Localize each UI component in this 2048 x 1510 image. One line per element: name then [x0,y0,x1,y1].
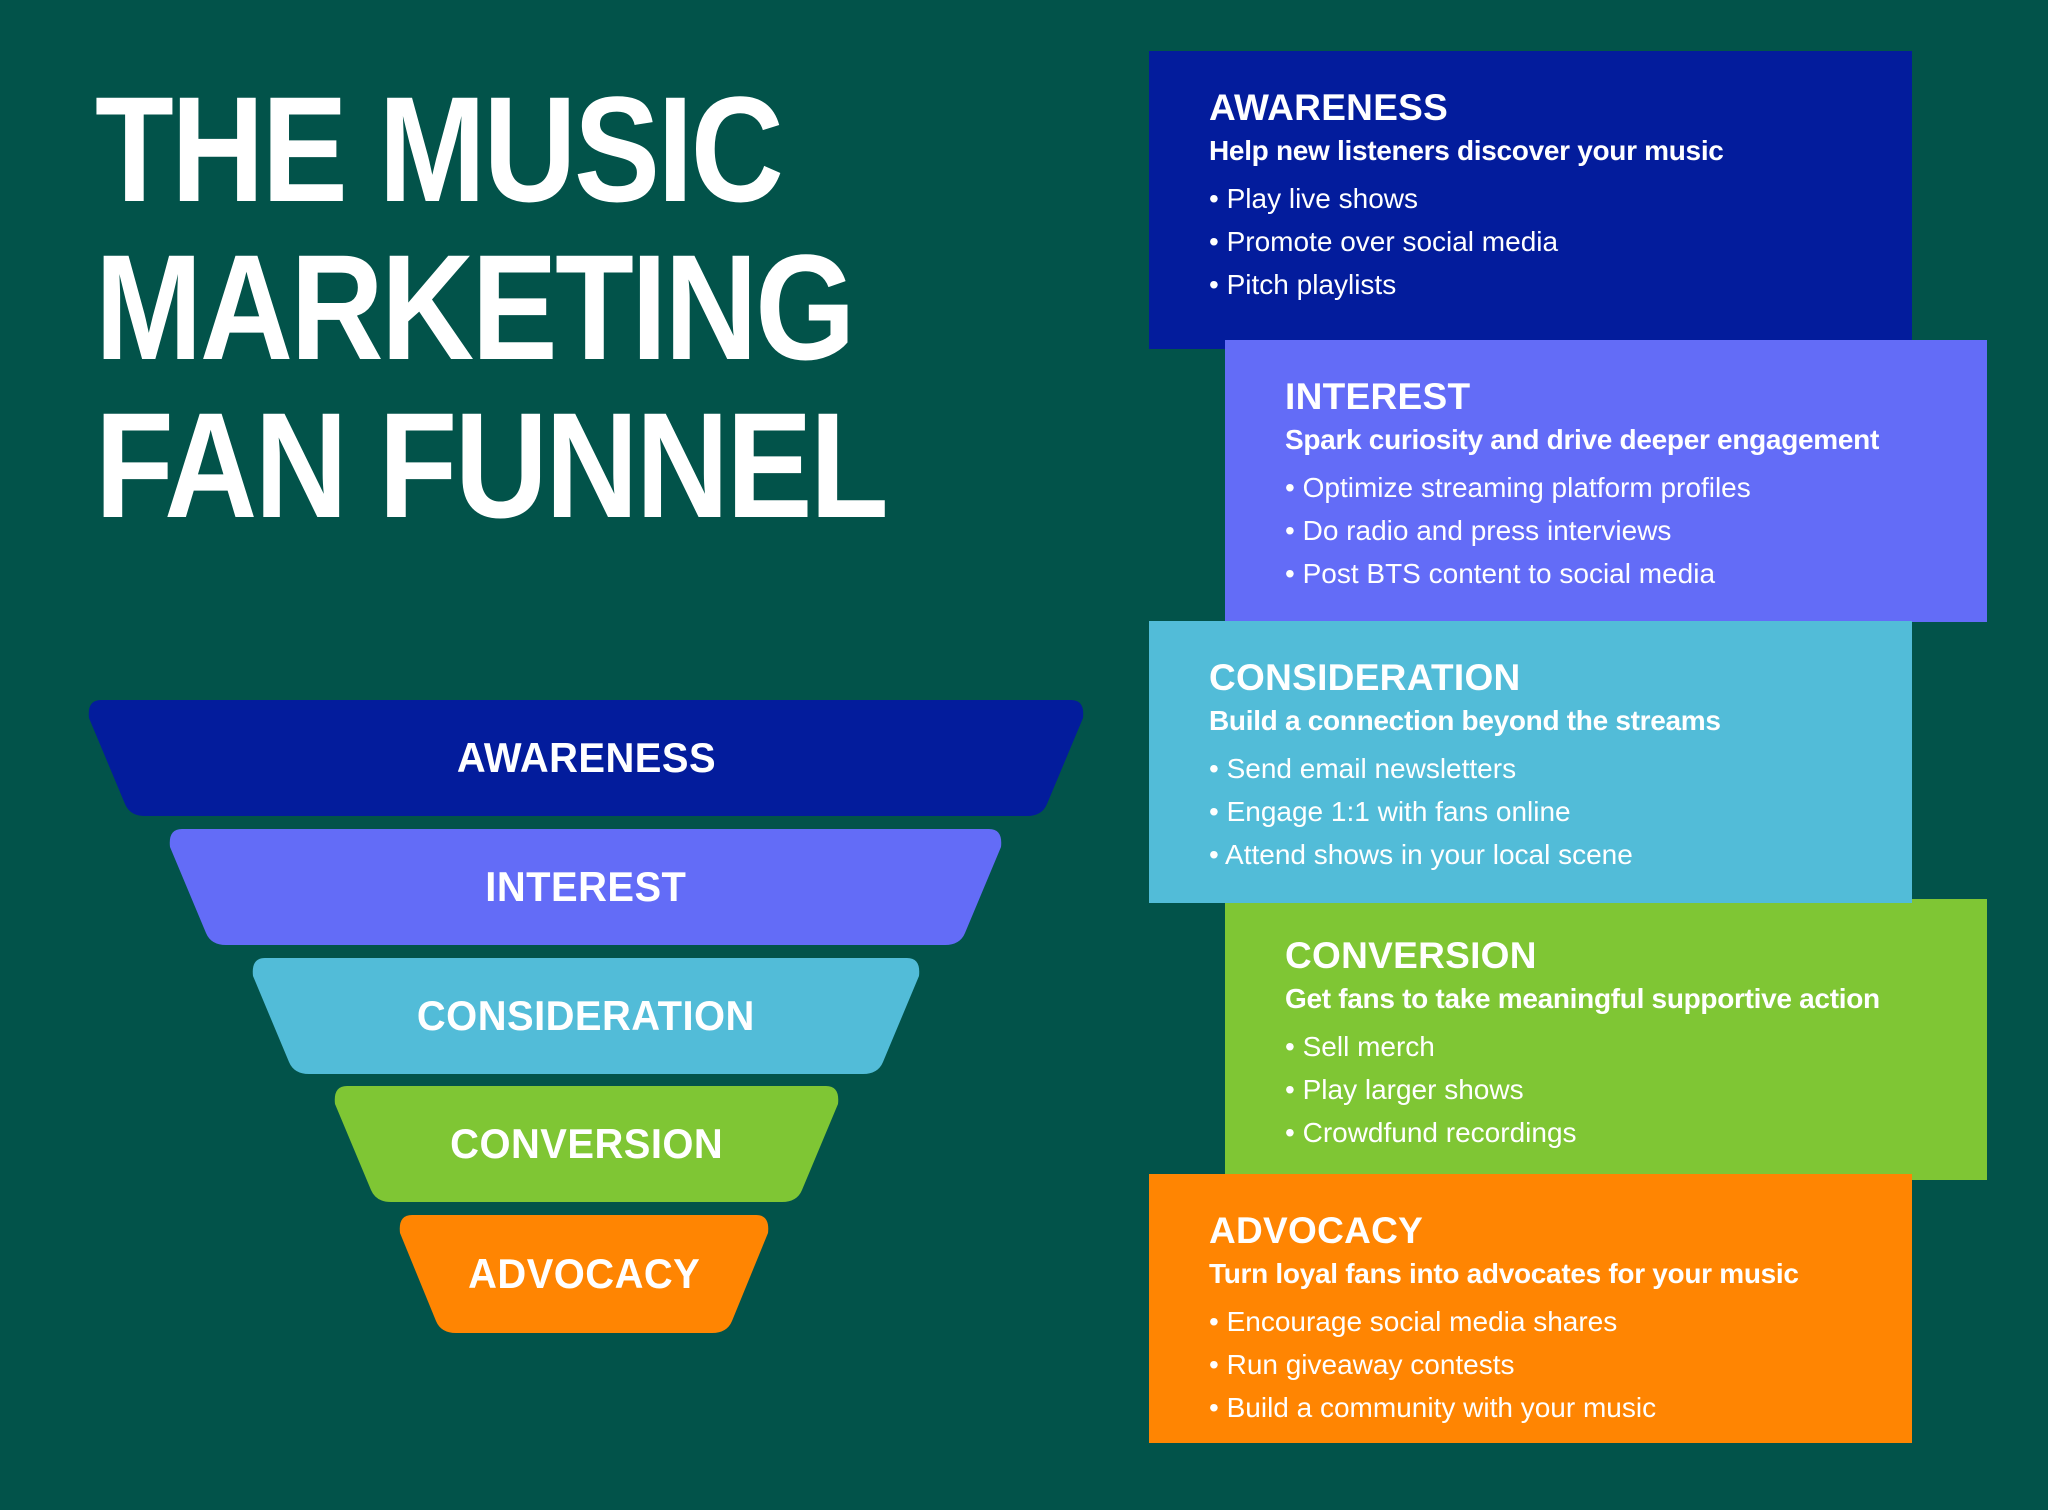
funnel-tier-label: INTEREST [484,863,687,910]
funnel-diagram: AWARENESS INTEREST CONSIDERATION CONVERS… [87,700,1085,1333]
stage-tactics-list: Encourage social media shares Run giveaw… [1209,1300,1912,1429]
list-item: Optimize streaming platform profiles [1285,466,1987,509]
stage-card-advocacy: ADVOCACY Turn loyal fans into advocates … [1149,1174,1912,1443]
stage-subtitle: Get fans to take meaningful supportive a… [1285,983,1880,1014]
list-item: Sell merch [1285,1025,1987,1068]
list-item: Post BTS content to social media [1285,552,1987,595]
title-line-3: FAN FUNNEL [95,381,889,549]
stage-card-consideration: CONSIDERATION Build a connection beyond … [1149,621,1912,903]
stage-subtitle: Build a connection beyond the streams [1209,705,1721,736]
list-item: Build a community with your music [1209,1386,1912,1429]
list-item: Encourage social media shares [1209,1300,1912,1343]
stage-tactics-list: Optimize streaming platform profiles Do … [1285,466,1987,595]
stage-title: CONVERSION [1285,935,1537,976]
title-line-2: MARKETING [95,223,855,391]
list-item: Run giveaway contests [1209,1343,1912,1386]
stage-subtitle: Turn loyal fans into advocates for your … [1209,1258,1799,1289]
list-item: Do radio and press interviews [1285,509,1987,552]
stage-tactics-list: Send email newsletters Engage 1:1 with f… [1209,747,1912,876]
stage-tactics-list: Play live shows Promote over social medi… [1209,177,1912,306]
funnel-tier-advocacy: ADVOCACY [398,1215,770,1333]
stage-subtitle: Spark curiosity and drive deeper engagem… [1285,424,1879,455]
list-item: Pitch playlists [1209,263,1912,306]
stage-card-conversion: CONVERSION Get fans to take meaningful s… [1225,899,1987,1180]
funnel-tier-label: ADVOCACY [467,1250,701,1297]
list-item: Attend shows in your local scene [1209,833,1912,876]
stage-subtitle: Help new listeners discover your music [1209,135,1724,166]
funnel-tier-awareness: AWARENESS [87,700,1085,816]
list-item: Engage 1:1 with fans online [1209,790,1912,833]
stage-title: INTEREST [1285,376,1471,417]
list-item: Send email newsletters [1209,747,1912,790]
stage-tactics-list: Sell merch Play larger shows Crowdfund r… [1285,1025,1987,1154]
funnel-tier-consideration: CONSIDERATION [251,958,921,1074]
funnel-tier-conversion: CONVERSION [333,1086,840,1202]
funnel-tier-label: AWARENESS [456,734,716,781]
trapezoid-shape [88,700,1084,816]
stage-card-awareness: AWARENESS Help new listeners discover yo… [1149,51,1912,349]
funnel-tier-interest: INTEREST [168,829,1003,945]
stage-title: AWARENESS [1209,87,1449,128]
trapezoid-shape [399,1215,769,1333]
stage-title: CONSIDERATION [1209,657,1521,698]
stage-title: ADVOCACY [1209,1210,1424,1251]
funnel-tier-label: CONVERSION [449,1120,724,1167]
list-item: Play live shows [1209,177,1912,220]
stage-card-interest: INTEREST Spark curiosity and drive deepe… [1225,340,1987,622]
trapezoid-shape [334,1086,839,1202]
list-item: Play larger shows [1285,1068,1987,1111]
trapezoid-shape [169,829,1002,945]
title-line-1: THE MUSIC [95,65,784,233]
list-item: Crowdfund recordings [1285,1111,1987,1154]
trapezoid-shape [252,958,920,1074]
list-item: Promote over social media [1209,220,1912,263]
funnel-tier-label: CONSIDERATION [417,992,755,1039]
page-title: THE MUSIC MARKETING FAN FUNNEL [95,65,889,549]
